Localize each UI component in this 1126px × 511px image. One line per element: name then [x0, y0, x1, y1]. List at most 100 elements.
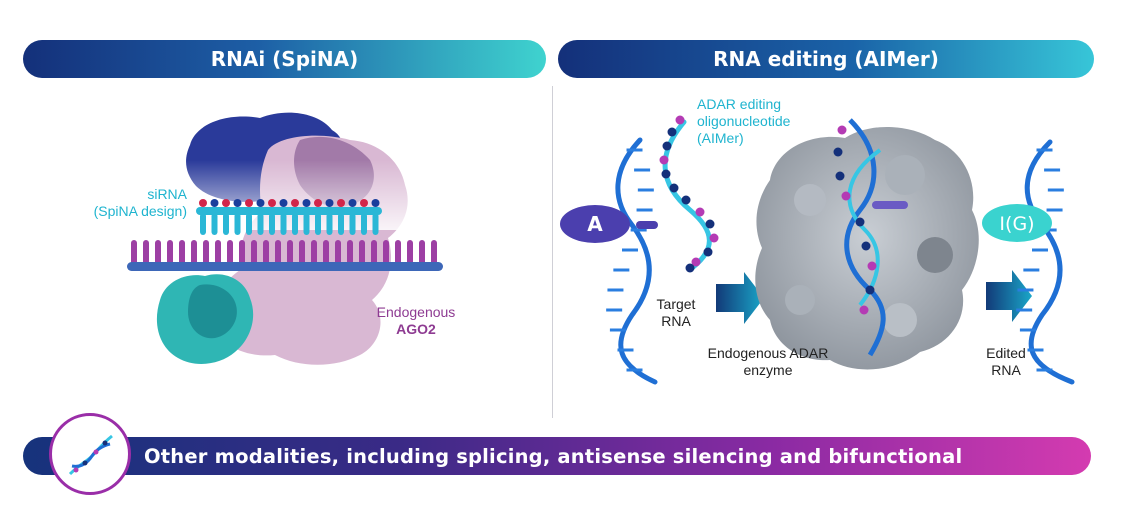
edited-rna-label-line1: Edited: [986, 345, 1026, 361]
aimer-bead: [705, 219, 715, 229]
sirna-base: [361, 213, 367, 235]
target-base: [431, 240, 437, 266]
bound-bead: [865, 285, 875, 295]
edited-rna-label-line2: RNA: [991, 362, 1021, 378]
target-bases: [131, 240, 437, 266]
target-base: [155, 240, 161, 266]
aimer-label-line1: ADAR editing: [697, 96, 782, 112]
target-rna-helix: [606, 137, 658, 385]
sirna-duplex: [196, 199, 382, 235]
bound-duplex: [833, 118, 908, 357]
target-mrna-strand: [127, 240, 443, 271]
sirna-label-line1: siRNA: [147, 186, 187, 202]
target-base: [179, 240, 185, 266]
target-base: [371, 240, 377, 266]
target-base: [239, 240, 245, 266]
adar-label-line2: enzyme: [743, 362, 793, 378]
other-modalities-text: Other modalities, including splicing, an…: [144, 445, 963, 468]
sirna-base: [223, 213, 229, 235]
bound-bead: [855, 217, 865, 227]
sirna-backbone: [196, 207, 382, 215]
sirna-dot: [256, 199, 265, 207]
sirna-base: [246, 213, 252, 235]
aimer-bead: [669, 183, 679, 193]
sirna-base: [200, 213, 206, 235]
target-base: [347, 240, 353, 266]
sirna-base: [326, 213, 333, 235]
sirna-dot: [222, 199, 230, 207]
rna-editing-header: RNA editing (AIMer): [558, 40, 1094, 78]
ago2-label-line1: Endogenous: [376, 304, 456, 320]
target-base: [143, 240, 149, 266]
target-base: [383, 240, 389, 266]
adar-label: Endogenous ADAR enzyme: [694, 345, 842, 379]
sirna-base: [280, 213, 287, 235]
sirna-dot: [233, 199, 242, 207]
aimer-bead: [691, 257, 701, 267]
adar-label-line1: Endogenous ADAR: [707, 345, 829, 361]
target-base: [263, 240, 269, 266]
sirna-dot: [302, 199, 311, 207]
sirna-dot: [348, 199, 357, 207]
target-base: [323, 240, 329, 266]
target-base: [203, 240, 209, 266]
sirna-base: [303, 213, 310, 235]
base-i-label: I(G): [999, 213, 1034, 235]
bound-bead: [861, 241, 871, 251]
sirna-label: siRNA (SpiNA design): [62, 186, 187, 220]
bound-bead: [835, 171, 845, 181]
aimer-bead: [659, 155, 669, 165]
bound-bead: [859, 305, 869, 315]
sirna-dot: [199, 199, 207, 207]
sirna-modification-dots: [199, 199, 380, 207]
aimer-bead: [667, 127, 677, 137]
panel-divider: [552, 86, 553, 418]
aimer-label: ADAR editing oligonucleotide (AIMer): [697, 96, 827, 147]
mini-helix-icon: [68, 434, 113, 476]
ago2-protein: [156, 112, 420, 365]
aimer-label-line2: oligonucleotide: [697, 113, 791, 129]
ago2-label-line2: AGO2: [396, 321, 436, 337]
base-i-badge: I(G): [982, 204, 1052, 242]
target-adenosine-link: [636, 221, 658, 229]
arrow-to-edited: [986, 270, 1032, 322]
sirna-base: [269, 213, 275, 235]
aimer-bead: [681, 195, 691, 205]
rna-editing-header-label: RNA editing (AIMer): [713, 47, 939, 71]
sirna-dot: [360, 199, 368, 207]
rnai-header-label: RNAi (SpiNA): [210, 47, 359, 71]
rnai-header: RNAi (SpiNA): [23, 40, 546, 78]
target-base: [191, 240, 197, 266]
edited-rna-label: Edited RNA: [974, 345, 1038, 379]
sirna-dot: [337, 199, 345, 207]
target-base: [275, 240, 281, 266]
target-backbone: [127, 262, 443, 271]
target-base: [131, 240, 137, 266]
bound-bead: [867, 261, 877, 271]
base-a-label: A: [587, 212, 603, 236]
aimer-oligonucleotide: [659, 115, 719, 273]
sirna-bases: [200, 213, 379, 235]
sirna-dot: [371, 199, 380, 207]
target-base: [167, 240, 173, 266]
aimer-bead: [695, 207, 705, 217]
bound-bead: [841, 191, 851, 201]
sirna-dot: [291, 199, 299, 207]
sirna-base: [315, 213, 321, 235]
aimer-bead: [703, 247, 713, 257]
oligo-helix-icon: [49, 413, 131, 495]
target-rna-label-line2: RNA: [661, 313, 691, 329]
sirna-base: [257, 213, 264, 235]
target-base: [311, 240, 317, 266]
target-base: [299, 240, 305, 266]
target-base: [251, 240, 257, 266]
sirna-dot: [210, 199, 219, 207]
arrow-into-adar: [716, 272, 764, 324]
aimer-bead: [709, 233, 719, 243]
edited-rna-helix: [1016, 139, 1075, 385]
sirna-base: [211, 213, 218, 235]
sirna-base: [349, 213, 356, 235]
target-rna-label-line1: Target: [656, 296, 696, 312]
sirna-dot: [279, 199, 288, 207]
sirna-base: [372, 213, 379, 235]
